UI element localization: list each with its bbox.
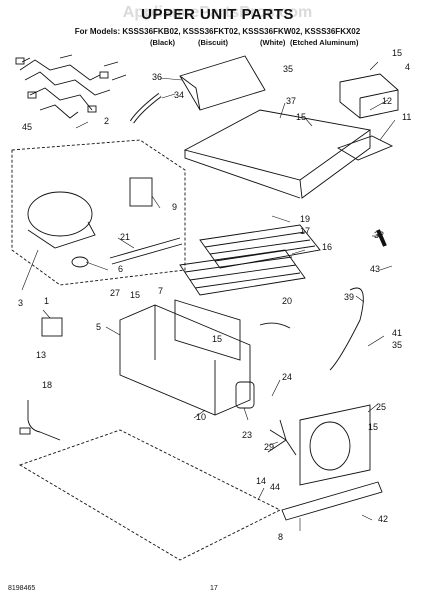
- filter-drier: [109, 237, 183, 265]
- callout-20: 20: [282, 296, 292, 306]
- color-etched-aluminum: (Etched Aluminum): [290, 38, 359, 47]
- callout-34: 34: [174, 90, 184, 100]
- callout-15: 15: [296, 112, 306, 122]
- callout-12: 12: [382, 96, 392, 106]
- callout-13: 13: [36, 350, 46, 360]
- callout-10: 10: [196, 412, 206, 422]
- callout-2: 2: [104, 116, 109, 126]
- compressor-region: [11, 139, 186, 286]
- sensor: [27, 400, 61, 441]
- callout-15: 15: [392, 48, 402, 58]
- callout-11: 11: [402, 112, 411, 122]
- callout-41: 41: [392, 328, 402, 338]
- control-box: [339, 73, 399, 119]
- doc-number: 8198465: [8, 585, 36, 592]
- callout-25: 25: [376, 402, 386, 412]
- condenser-coil: [179, 224, 321, 296]
- harness: [259, 322, 291, 329]
- callout-18: 18: [42, 380, 52, 390]
- callout-24: 24: [282, 372, 292, 382]
- callout-27: 27: [110, 288, 120, 298]
- callout-7: 7: [158, 286, 163, 296]
- color-biscuit: (Biscuit): [198, 38, 228, 47]
- callout-29: 29: [264, 442, 274, 452]
- callout-36: 36: [152, 72, 162, 82]
- pin: [376, 229, 387, 247]
- color-white: (White): [260, 38, 286, 47]
- callout-37: 37: [286, 96, 296, 106]
- relay: [129, 177, 153, 207]
- panel: [281, 481, 383, 521]
- power-cord: [329, 287, 364, 371]
- callout-32: 32: [374, 230, 384, 240]
- callout-15: 15: [130, 290, 140, 300]
- callout-4: 4: [405, 62, 410, 72]
- control-board: [336, 135, 394, 161]
- wire-harness: [15, 54, 127, 119]
- callout-5: 5: [96, 322, 101, 332]
- module: [41, 317, 63, 337]
- callout-42: 42: [378, 514, 388, 524]
- callout-19: 19: [300, 214, 310, 224]
- callout-9: 9: [172, 202, 177, 212]
- page-number: 17: [210, 585, 218, 592]
- color-black: (Black): [150, 38, 176, 47]
- model-list: For Models: KSSS36FKB02, KSSS36FKT02, KS…: [74, 27, 361, 36]
- callout-17: 17: [300, 226, 310, 236]
- callout-35: 35: [392, 340, 402, 350]
- bracket: [174, 299, 241, 361]
- duct-cover: [179, 55, 266, 111]
- callout-14: 14: [256, 476, 266, 486]
- callout-15: 15: [212, 334, 222, 344]
- callout-8: 8: [278, 532, 283, 542]
- fan-blade: [267, 419, 297, 456]
- callout-44: 44: [270, 482, 280, 492]
- grommet: [71, 256, 89, 268]
- floor-pan: [18, 429, 282, 561]
- callout-35: 35: [283, 64, 293, 74]
- callout-23: 23: [242, 430, 252, 440]
- callout-45: 45: [22, 122, 32, 132]
- callout-43: 43: [370, 264, 380, 274]
- callout-3: 3: [18, 298, 23, 308]
- callout-1: 1: [44, 296, 49, 306]
- fan-motor: [235, 381, 255, 409]
- callout-15: 15: [368, 422, 378, 432]
- callout-39: 39: [344, 292, 354, 302]
- watermark: AppliancePartsPros.com: [122, 4, 313, 21]
- compressor: [27, 191, 93, 237]
- callout-6: 6: [118, 264, 123, 274]
- base-frame: [119, 304, 251, 416]
- callout-16: 16: [322, 242, 332, 252]
- fan-shroud: [299, 404, 371, 486]
- callout-21: 21: [120, 232, 130, 242]
- page-title: UPPER UNIT PARTS: [141, 6, 294, 23]
